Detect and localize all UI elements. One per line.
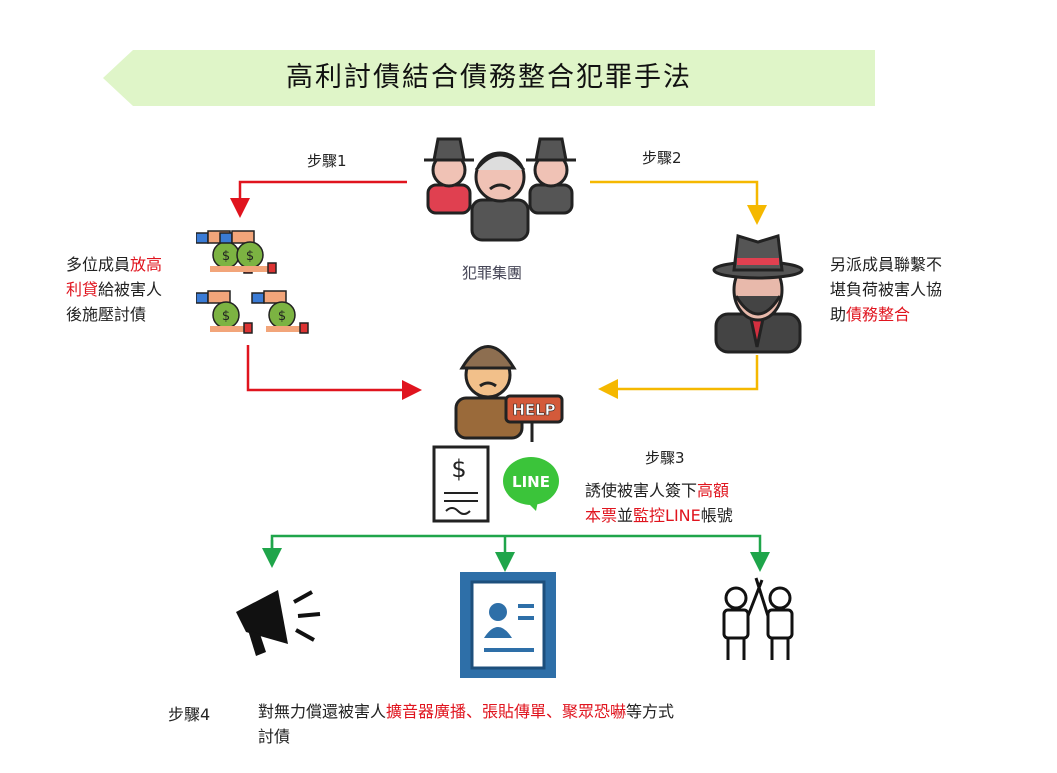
arrow-step4-bus [270,534,770,572]
svg-text:$: $ [222,249,230,264]
arrow-step1-top [230,180,407,218]
step2-label: 步驟2 [642,149,682,167]
help-sign-text: HELP [512,401,555,419]
promissory-note-icon: $ [432,445,490,523]
group-intimidation-icon [722,577,794,660]
step1-description: 多位成員放高 利貸給被害人 後施壓討債 [66,252,162,327]
money-loan-icon: $ [196,225,311,340]
highlight-text: 放高 [130,255,163,274]
debt-consultant-icon [712,234,804,354]
highlight-text: 監控LINE [633,506,701,525]
description-text: 多位成員 [66,255,131,274]
flyer-poster-icon [460,572,556,678]
victim-help-icon: HELP [454,345,564,442]
step3-label: 步驟3 [645,449,685,467]
description-text: 給被害人 後施壓討債 [66,280,163,324]
description-text: 帳號 [700,506,733,525]
description-text: 另派成員聯繫不 堪負荷被害人協 助 [830,255,943,324]
step2-description: 另派成員聯繫不 堪負荷被害人協 助債務整合 [830,252,942,327]
highlight-text: 債務整合 [846,305,911,324]
line-logo-text: LINE [512,473,550,491]
arrow-step1-bottom [246,345,422,400]
title-banner [103,50,875,106]
line-app-icon: LINE [503,457,559,511]
description-text: 並 [617,506,634,525]
step4-label: 步驟4 [168,705,211,724]
arrow-step2-top [590,180,767,225]
step3-description: 誘使被害人簽下高額 本票並監控LINE帳號 [585,478,733,528]
megaphone-icon [236,590,321,656]
description-text: 等方式 討債 [258,702,675,746]
highlight-text: 高額 本票 [585,481,730,525]
description-text: 對無力償還被害人 [258,702,387,721]
crime-gang-icon [424,137,576,242]
step1-label: 步驟1 [307,152,347,170]
page-title: 高利討債結合債務整合犯罪手法 [286,62,692,93]
highlight-text: 利貸 [66,280,99,299]
gang-label: 犯罪集團 [462,264,523,282]
arrow-step2-bottom [598,355,759,399]
highlight-text: 擴音器廣播、張貼傳單、聚眾恐嚇 [386,702,627,721]
description-text: 誘使被害人簽下 [585,481,698,500]
step4-description: 對無力償還被害人擴音器廣播、張貼傳單、聚眾恐嚇等方式 討債 [258,699,674,749]
svg-text:$: $ [451,455,466,483]
